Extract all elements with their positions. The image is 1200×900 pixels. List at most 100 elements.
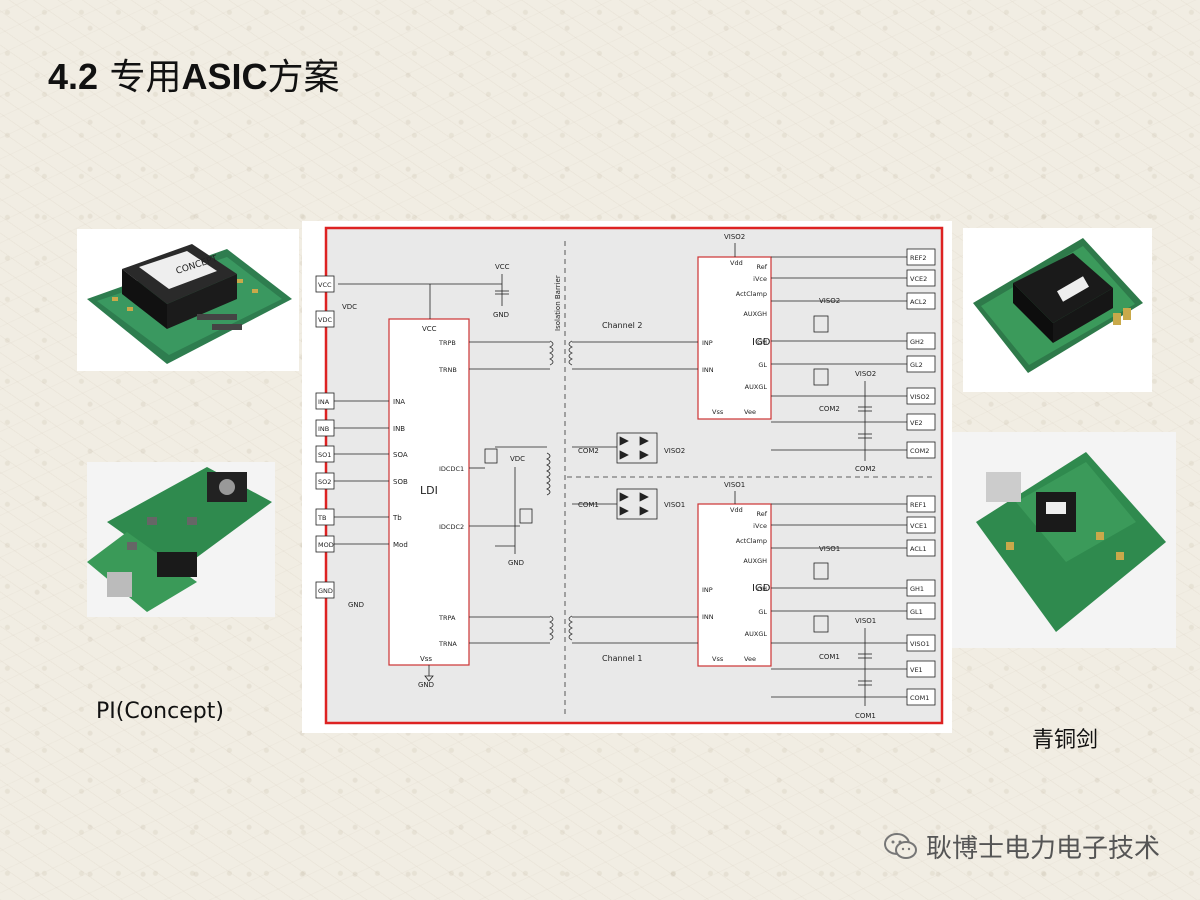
igd-top-pins: RefiVceActClampAUXGHGHGLAUXGLVddINPINNVs…: [702, 259, 768, 416]
ldi-left-pin: SOB: [393, 478, 408, 486]
right-connector-pins: REF2VCE2ACL2GH2GL2VISO2VE2COM2REF1VCE1AC…: [771, 248, 936, 706]
igd-inp: INP: [702, 586, 713, 594]
vdc-net-label: VDC: [342, 303, 357, 311]
ldi-right-pin: TRNA: [438, 640, 457, 648]
dcdc-mosfet-1: [484, 448, 498, 464]
right-pin-label: COM2: [910, 447, 929, 455]
igd-label-top: IGD: [752, 337, 771, 348]
left-pin-label: GND: [318, 587, 333, 595]
gnd-net-label-left: GND: [348, 601, 364, 609]
igd-block-bottom: [697, 503, 772, 667]
ldi-right-pin: IDCDC1: [439, 465, 464, 473]
igd-vss: Vss: [712, 655, 724, 663]
vcc-net-label: VCC: [495, 263, 510, 271]
igd-vdd: Vdd: [730, 506, 743, 514]
wechat-icon: [883, 832, 917, 859]
left-pin-label: VCC: [318, 281, 332, 289]
diode-bridge-bottom: [616, 488, 658, 520]
left-pin-label: SO2: [318, 478, 331, 486]
left-pin-label: TB: [317, 514, 326, 522]
caption-left: PI(Concept): [96, 699, 224, 724]
igd-pin: AUXGL: [745, 630, 768, 638]
ldi-left-pin: SOA: [393, 451, 408, 459]
igd-inp: INP: [702, 339, 713, 347]
bridge-com1-label: COM1: [578, 501, 599, 509]
right-pin-label: REF1: [910, 501, 927, 509]
right-pin-label: COM1: [910, 694, 929, 702]
left-pin-box: [315, 310, 335, 328]
igd-pin: iVce: [753, 522, 767, 530]
concept-board-photo: [87, 462, 275, 617]
igd-pin: AUXGH: [743, 310, 767, 318]
dcdc-vdc: VDC: [510, 455, 525, 463]
watermark-text: 耿博士电力电子技术: [925, 834, 1160, 864]
igd-vdd: Vdd: [730, 259, 743, 267]
diode-bridge-top: [616, 432, 658, 464]
left-pin-label: VDC: [318, 316, 332, 324]
right-pin-label: VCE1: [910, 522, 927, 530]
left-pin-label: MOD: [318, 541, 334, 549]
title-cjk2: 方案: [267, 57, 340, 98]
left-pin-label: INB: [318, 425, 329, 433]
barrier-label: Isolation Barrier: [554, 275, 562, 331]
igd-pin: Ref: [756, 510, 767, 518]
dcdc-transformer: [546, 452, 551, 496]
left-pin-box: [315, 581, 335, 599]
bridge-viso1-label: VISO1: [664, 501, 685, 509]
right-pin-label: VISO1: [910, 640, 930, 648]
right-pin-label: VISO2: [910, 393, 930, 401]
right-pin-label: ACL1: [910, 545, 927, 553]
right-pin-label: GL1: [910, 608, 923, 616]
bridge-viso2-label: VISO2: [664, 447, 685, 455]
igd-bot-viso-label: VISO1: [724, 481, 745, 489]
dcdc-gnd: GND: [508, 559, 524, 567]
watermark: 耿博士电力电子技术: [883, 828, 1160, 865]
ldi-left-pin: Tb: [392, 514, 402, 522]
left-pin-label: SO1: [318, 451, 331, 459]
ldi-vss: Vss: [420, 655, 432, 663]
output-mosfets: [813, 315, 829, 633]
igd-vee: Vee: [744, 655, 756, 663]
igd-pin: GH: [757, 338, 767, 346]
right-pin-label: GL2: [910, 361, 923, 369]
qtj-module-photo: [963, 228, 1152, 392]
qtj-board-photo: [946, 432, 1176, 648]
cap-viso2-label: VISO2: [855, 370, 876, 378]
ldi-right-pin: TRPB: [438, 339, 456, 347]
concept-module-photo: CONCEPT: [77, 229, 299, 371]
ldi-left-pin: INB: [393, 425, 405, 433]
cap-viso1-label: VISO1: [855, 617, 876, 625]
page-title: 4.2 专用ASIC方案: [48, 48, 340, 100]
caption-right: 青铜剑: [1032, 728, 1099, 753]
igd-pin: AUXGL: [745, 383, 768, 391]
right-pin-label: VCE2: [910, 275, 927, 283]
ldi-left-pin: Mod: [393, 541, 408, 549]
igd-inn: INN: [702, 366, 714, 374]
dcdc-mosfet-2: [519, 508, 533, 524]
right-pin-label: VE1: [910, 666, 923, 674]
fet-viso2-label: VISO2: [819, 297, 840, 305]
cap-com2-label: COM2: [855, 465, 876, 473]
igd-bottom-pins: RefiVceActClampAUXGHGHGLAUXGLVddINPINNVs…: [702, 506, 768, 663]
fet-com2-label: COM2: [819, 405, 840, 413]
igd-pin: Ref: [756, 263, 767, 271]
right-pin-label: REF2: [910, 254, 927, 262]
ldi-right-pin: IDCDC2: [439, 523, 464, 531]
left-pin-label: INA: [318, 398, 330, 406]
left-pin-box: [315, 275, 335, 293]
channel-1-label: Channel 1: [602, 654, 642, 663]
igd-block-top: [697, 256, 772, 420]
fet-com1-label: COM1: [819, 653, 840, 661]
igd-vss: Vss: [712, 408, 724, 416]
igd-pin: GH: [757, 585, 767, 593]
igd-top-viso-label: VISO2: [724, 233, 745, 241]
title-asic: ASIC: [181, 56, 268, 97]
igd-pin: GL: [758, 361, 767, 369]
gnd-net-label-top: GND: [493, 311, 509, 319]
ldi-right-pin: TRPA: [438, 614, 456, 622]
transformer-ch1: [549, 615, 573, 641]
right-pin-label: VE2: [910, 419, 923, 427]
cap-com1-label: COM1: [855, 712, 876, 720]
